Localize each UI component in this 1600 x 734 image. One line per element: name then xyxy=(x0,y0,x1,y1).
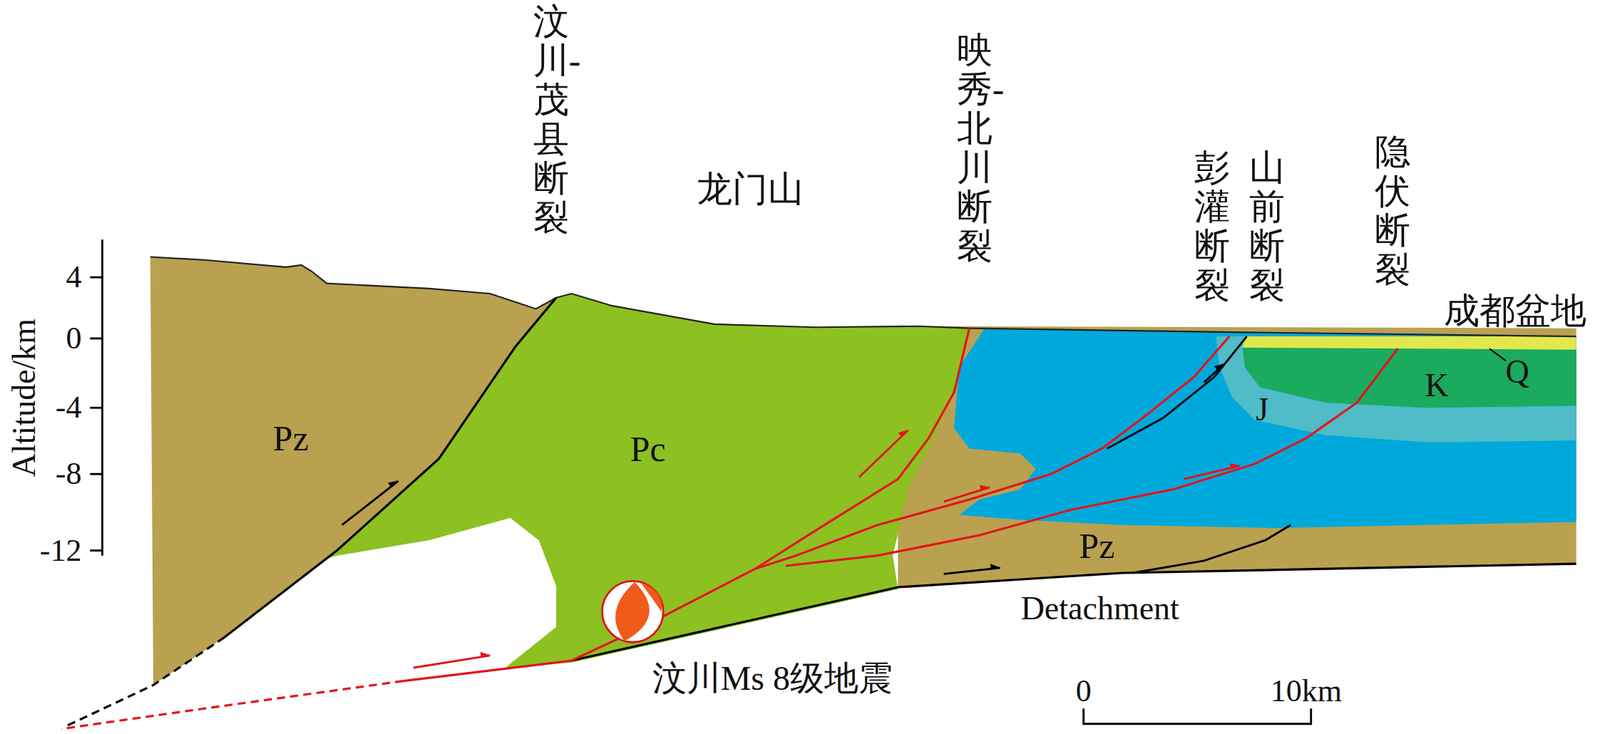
slip-arrow xyxy=(413,655,490,669)
unit-label: Pz xyxy=(273,420,309,457)
unit-label: Pz xyxy=(1078,528,1115,564)
unit-label: J xyxy=(1255,393,1269,427)
fault-name: 隐伏断裂 xyxy=(1374,132,1411,290)
fault-name: 山前断裂 xyxy=(1249,148,1285,306)
k-strata xyxy=(1242,347,1577,408)
pengguan-fault xyxy=(755,336,1230,569)
topography xyxy=(150,257,1577,338)
pz-basement xyxy=(897,326,1576,588)
fault-name: 汶川-茂县断裂 xyxy=(533,2,569,238)
shanqian-fault xyxy=(1107,336,1248,449)
slip-arrow xyxy=(944,487,990,502)
pz-left xyxy=(150,257,557,686)
blue-strata xyxy=(954,328,1577,529)
fault-name: 彭灌断裂 xyxy=(1194,148,1230,306)
unit-label: Q xyxy=(1505,355,1529,389)
detachment-line xyxy=(571,563,1577,661)
scale-label: 10km xyxy=(1270,675,1342,708)
blind-fault-black xyxy=(1132,525,1291,574)
region-name: 龙门山 xyxy=(696,171,804,207)
scale-label: 0 xyxy=(1075,675,1092,708)
slip-arrow xyxy=(342,481,399,526)
scale-bar xyxy=(1083,708,1312,724)
altitude-axis xyxy=(89,239,102,556)
detachment-label: Detachment xyxy=(1021,592,1180,626)
hidden-fault xyxy=(785,348,1398,567)
tick-label: -4 xyxy=(55,392,82,424)
tick-label: -8 xyxy=(55,458,82,490)
region-name: 成都盆地 xyxy=(1443,293,1587,329)
fault-dashed-red xyxy=(61,681,403,730)
yingxiu-beichuan-fault xyxy=(403,328,970,682)
tick-label: 4 xyxy=(65,261,82,294)
q-strata xyxy=(1242,336,1577,351)
leader-line xyxy=(1489,348,1506,361)
fault-name: 映秀-北川断裂 xyxy=(956,30,993,266)
focal-mechanism xyxy=(601,581,664,643)
tick-label: 0 xyxy=(65,322,82,355)
slip-arrow xyxy=(1204,364,1225,383)
unit-label: Pc xyxy=(630,431,666,468)
fault-dashed xyxy=(66,637,225,726)
axis-title: Altitude/km xyxy=(7,318,41,478)
tick-label: -12 xyxy=(39,535,82,567)
unit-label: K xyxy=(1424,369,1449,403)
wenchuan-maoxian-fault xyxy=(224,298,557,638)
slip-arrow xyxy=(859,430,909,478)
slip-arrow xyxy=(944,568,1001,575)
earthquake-label: 汶川Ms 8级地震 xyxy=(652,661,893,696)
slip-arrow xyxy=(1183,466,1240,480)
